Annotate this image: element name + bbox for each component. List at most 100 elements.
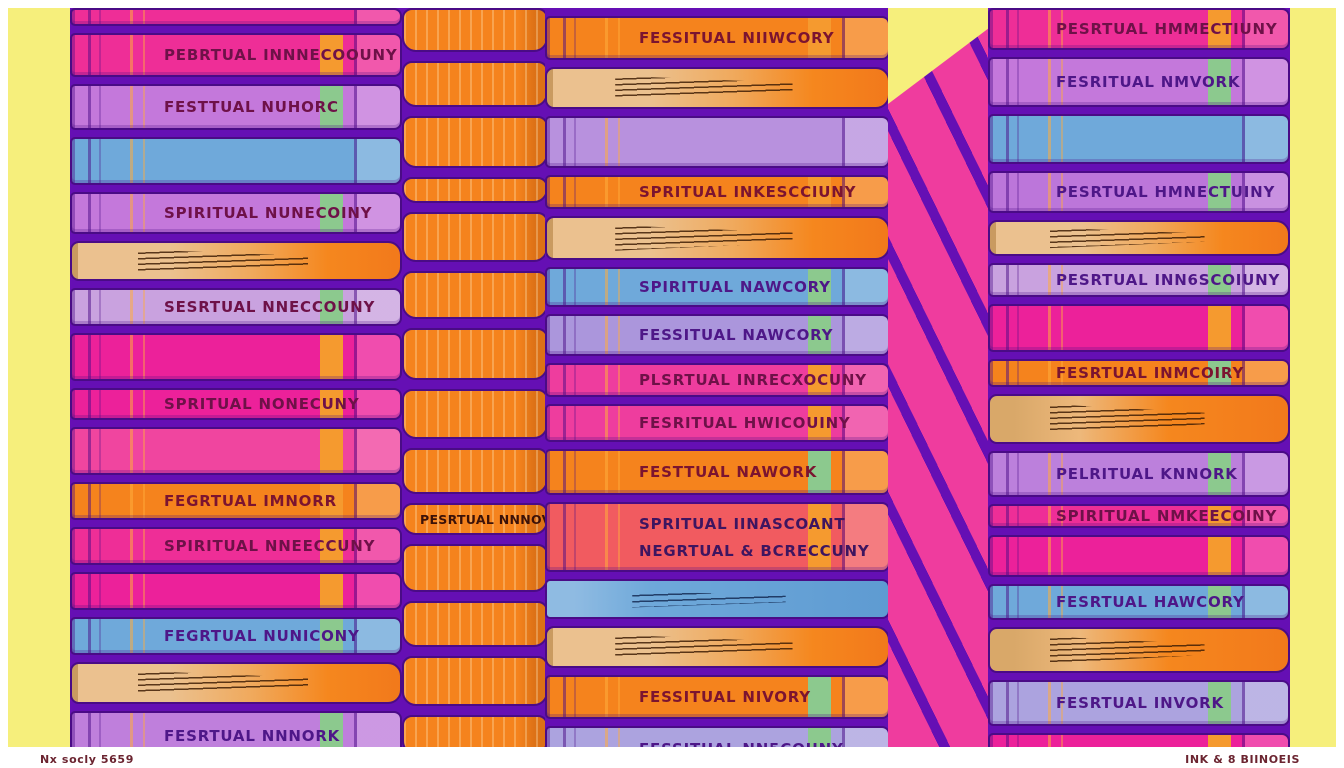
book-spine: FEGRTUAL IMNORR xyxy=(70,482,402,520)
book-pages-edge xyxy=(545,579,890,619)
book-spine: FESSITUAL NIIWCORY xyxy=(545,16,890,60)
page-edge-lines xyxy=(615,634,793,660)
page-edge-lines xyxy=(1049,404,1205,434)
right-book-stack: PESRTUAL HMMECTIUNY FESRITUAL NMVORK PESRT… xyxy=(988,8,1290,747)
book-spine: FESSITUAL NIVORY xyxy=(545,675,890,719)
book-spine xyxy=(988,535,1290,577)
book-spine xyxy=(70,333,402,381)
book-spine: FESRTUAL HAWCORY xyxy=(988,584,1290,620)
book-spine: SPIRITUAL NMKEECOINY xyxy=(988,504,1290,528)
book-spine-label: FESSITUAL NN5COUNY xyxy=(547,740,844,747)
book-spine-label: FESRTUAL HAWCORY xyxy=(1056,593,1245,611)
book-spine: FESSITUAL NAWCORY xyxy=(545,314,890,356)
book-spine-label: PESRTUAL INN6SCOIUNY xyxy=(1056,271,1281,289)
fore-edge-book xyxy=(402,544,548,592)
book-pages-edge xyxy=(70,662,402,704)
book-spine: FESTTUAL NAWORK xyxy=(545,449,890,495)
book-spine: SESRTUAL NNECCOUNY xyxy=(70,288,402,326)
page-edge-lines xyxy=(1049,636,1205,664)
book-pages-edge xyxy=(988,394,1290,444)
center-book-stack: FESSITUAL NIIWCORY SPRITUAL INKESCCIUNY SP… xyxy=(545,8,890,747)
fore-edge-book xyxy=(402,715,548,747)
book-spine: PESRTUAL INN6SCOIUNY xyxy=(988,263,1290,297)
book-spine-label: FESRTUAL NNNORK xyxy=(164,727,341,745)
page-edge-lines xyxy=(1049,227,1205,249)
fore-edge-book xyxy=(402,656,548,706)
book-spine-label: FESRTUAL INVORK xyxy=(1056,694,1224,712)
fore-edge-book xyxy=(402,328,548,380)
fore-edge-book xyxy=(402,271,548,319)
book-spine-label: FESTTUAL NUHORC xyxy=(164,98,339,116)
artist-caption-right: INK & 8 BIINOEIS xyxy=(1185,753,1300,766)
book-spine-label: SPIRITUAL NMKEECOINY xyxy=(1056,507,1278,525)
book-spine: FESRTUAL INVORK xyxy=(988,680,1290,726)
book-spine-label: FEGRTUAL NUNICONY xyxy=(164,627,360,645)
background-wedge xyxy=(888,8,990,104)
book-spine-label: SPRITUAL NONECUNY xyxy=(164,395,360,413)
book-spine-label: SPIRITUAL NNEECCUNY xyxy=(164,537,376,555)
fore-edge-book: PESRTUAL NNNOVS xyxy=(402,503,548,535)
book-pages-edge xyxy=(545,626,890,668)
book-spine xyxy=(70,137,402,185)
fore-edge-book xyxy=(402,601,548,647)
book-spine-label: PLSRTUAL INRECXOCUNY xyxy=(639,371,867,389)
middle-fore-edge-stack: PESRTUAL NNNOVS xyxy=(402,8,548,747)
angled-book-ends-strip xyxy=(888,8,990,747)
book-spine: FESRTUAL INMCOIRY xyxy=(988,359,1290,387)
fore-edge-book xyxy=(402,61,548,107)
book-spine-label: SPIRITUAL NAWCORY xyxy=(639,278,831,296)
book-spine xyxy=(70,427,402,475)
book-spine-label: FEGRTUAL IMNORR xyxy=(164,492,337,510)
book-spine-label: FESRITUAL HWICOUINY xyxy=(639,414,851,432)
fore-edge-book xyxy=(402,116,548,168)
book-spine-label: FESSITUAL NAWCORY xyxy=(639,326,834,344)
book-spine xyxy=(70,572,402,610)
fore-edge-book xyxy=(402,212,548,262)
fore-edge-book xyxy=(402,448,548,494)
book-spine xyxy=(988,114,1290,164)
book-pages-edge xyxy=(545,216,890,260)
book-spine-label: FESSITUAL NIIWCORY xyxy=(639,29,835,47)
book-spine-label: PESRTUAL NNNOVS xyxy=(420,511,548,527)
book-spine: FESRITUAL HWICOUINY xyxy=(545,404,890,442)
book-spine: SPRITUAL NONECUNY xyxy=(70,388,402,420)
book-spine: FESSITUAL NN5COUNY xyxy=(545,726,890,747)
book-spine xyxy=(545,116,890,168)
book-spine-label: FESRITUAL NMVORK xyxy=(1056,73,1241,91)
book-spine: SPIRITUAL NAWCORY xyxy=(545,267,890,307)
book-pages-edge xyxy=(70,241,402,281)
book-pages-edge xyxy=(988,627,1290,673)
book-spine: PESRTUAL HMMECTIUNY xyxy=(988,8,1290,50)
book-spine: FEGRTUAL NUNICONY xyxy=(70,617,402,655)
book-spine xyxy=(988,304,1290,352)
page-edge-lines xyxy=(632,590,786,608)
page-edge-lines xyxy=(137,670,309,696)
book-pages-edge xyxy=(545,67,890,109)
book-spine: SPIRITUAL NNEECCUNY xyxy=(70,527,402,565)
book-spine-label: FESTTUAL NAWORK xyxy=(639,463,818,481)
book-spine: SPRITUAL INKESCCIUNY xyxy=(545,175,890,209)
book-spine-label: PESRTUAL HMNECTUINY xyxy=(1056,183,1276,201)
book-spine-label: FESSITUAL NIVORY xyxy=(639,688,811,706)
book-spine: PESRTUAL HMNECTUINY xyxy=(988,171,1290,213)
book-spine-label-line2: NEGRTUAL & BCRECCUNY xyxy=(639,541,870,560)
book-spine: FESRTUAL NNNORK xyxy=(70,711,402,747)
book-spine: FESTTUAL NUHORC xyxy=(70,84,402,130)
fore-edge-book xyxy=(402,389,548,439)
page-edge-lines xyxy=(615,75,793,101)
fore-edge-book xyxy=(402,177,548,203)
page-edge-lines xyxy=(137,249,309,273)
fore-edge-book xyxy=(402,8,548,52)
page-edge-lines xyxy=(615,225,793,251)
book-spine-label: SPIRITUAL NUNECOINY xyxy=(164,204,373,222)
book-spine xyxy=(70,8,402,26)
book-spine-label: SPRITUAL INKESCCIUNY xyxy=(639,183,857,201)
book-spine: PELRITUAL KNNORK xyxy=(988,451,1290,497)
book-spine-label: FESRTUAL INMCOIRY xyxy=(1056,364,1245,382)
artist-caption-left: Nx socly 5659 xyxy=(40,753,134,766)
